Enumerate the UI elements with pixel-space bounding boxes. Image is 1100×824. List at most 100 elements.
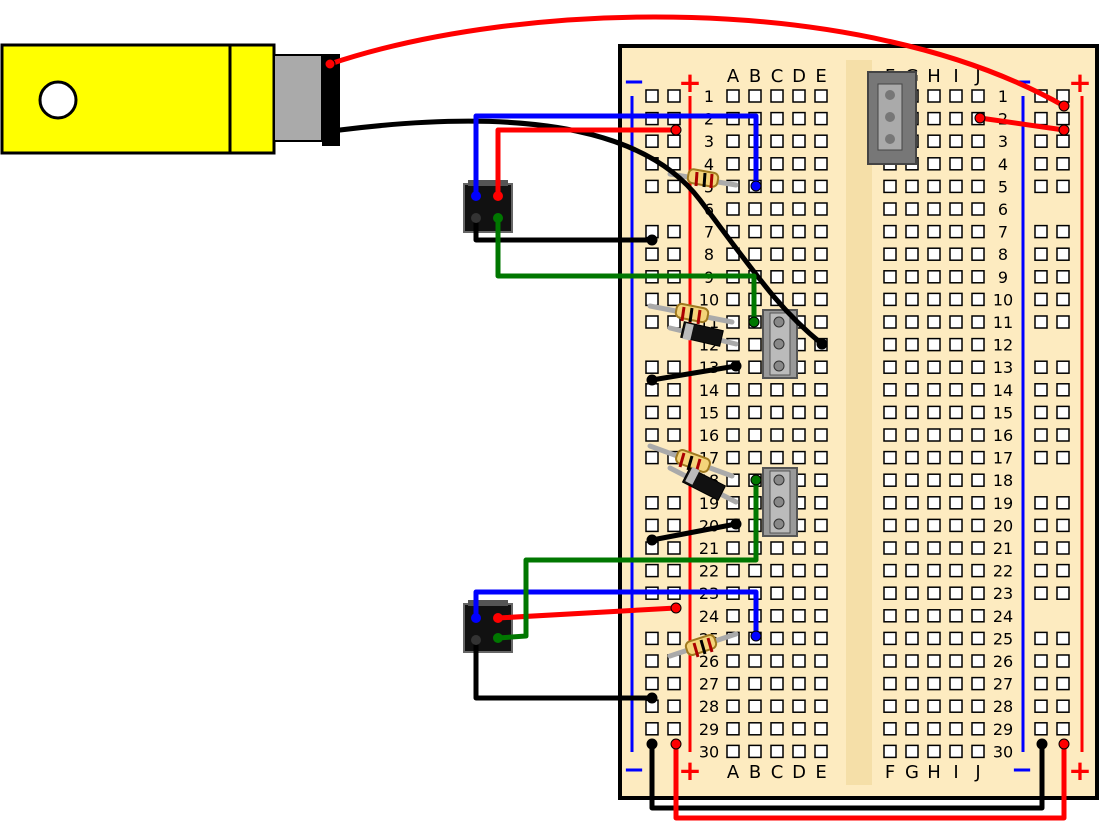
hole-b-29 — [748, 722, 762, 736]
hole-e-7 — [814, 224, 828, 239]
hole-h-5 — [927, 179, 941, 194]
hole-i-26 — [949, 654, 963, 668]
hole-h-16 — [927, 428, 941, 442]
hole-c-26 — [770, 654, 784, 668]
hole-g-10 — [905, 292, 919, 307]
hole-f-5 — [883, 179, 897, 194]
hole-f-22 — [883, 563, 897, 578]
hole-c-7 — [770, 224, 784, 239]
hole-e-6 — [814, 202, 828, 216]
hole-d-16 — [792, 428, 806, 442]
hole-i-19 — [949, 496, 963, 510]
hole-b-16 — [748, 428, 762, 442]
hole-i-23 — [949, 586, 963, 600]
hole-i-29 — [949, 722, 963, 736]
hole-g-23 — [905, 586, 919, 600]
row-label-right: 1 — [998, 87, 1008, 106]
hole-d-3 — [792, 134, 806, 148]
hole-j-13 — [971, 360, 985, 374]
hole-e-9 — [814, 270, 828, 284]
hole-rail-1-28 — [667, 699, 681, 713]
hole-rail-3-11 — [1056, 315, 1070, 329]
hole-a-22 — [726, 563, 740, 578]
hole-rail-1-16 — [667, 428, 681, 442]
hole-f-6 — [883, 202, 897, 216]
hole-rail-2-3 — [1034, 134, 1048, 148]
hole-rail-1-14 — [667, 383, 681, 397]
row-label-left: 7 — [704, 223, 714, 242]
hole-j-27 — [971, 676, 985, 691]
hole-rail-2-23 — [1034, 586, 1048, 600]
diode-row-11 — [667, 321, 739, 347]
hole-g-22 — [905, 563, 919, 578]
resistor-row-10 — [647, 302, 735, 325]
hole-e-21 — [814, 541, 828, 555]
column-label: E — [815, 762, 826, 783]
rail-plus-label-br: + — [1068, 754, 1091, 787]
hole-j-15 — [971, 405, 985, 420]
hole-b-8 — [748, 247, 762, 261]
hole-rail-2-19 — [1034, 496, 1048, 510]
hole-rail-3-2 — [1056, 111, 1070, 126]
hole-h-25 — [927, 631, 941, 646]
hole-g-6 — [905, 202, 919, 216]
hole-rail-3-3 — [1056, 134, 1070, 148]
hole-c-16 — [770, 428, 784, 442]
hole-i-14 — [949, 383, 963, 397]
hole-a-24 — [726, 609, 740, 623]
hole-j-29 — [971, 722, 985, 736]
hole-rail-0-8 — [645, 247, 659, 261]
hole-rail-3-1 — [1056, 89, 1070, 103]
hole-e-23 — [814, 586, 828, 600]
hole-rail-0-1 — [645, 89, 659, 103]
hole-rail-3-21 — [1056, 541, 1070, 555]
hole-rail-0-15 — [645, 405, 659, 420]
hole-g-30 — [905, 744, 919, 759]
row-label-left: 26 — [699, 652, 719, 671]
hole-j-21 — [971, 541, 985, 555]
hole-e-18 — [814, 473, 828, 487]
hole-b-27 — [748, 676, 762, 691]
rail-minus-label-bl: − — [623, 755, 645, 785]
hole-rail-3-13 — [1056, 360, 1070, 374]
hole-d-28 — [792, 699, 806, 713]
transistor-lower — [762, 467, 798, 537]
hole-h-3 — [927, 134, 941, 148]
hole-rail-1-4 — [667, 157, 681, 171]
hole-h-13 — [927, 360, 941, 374]
battery-hole — [38, 80, 78, 120]
rail-minus-label-tl: − — [623, 67, 645, 97]
column-label: I — [953, 762, 958, 783]
hole-c-8 — [770, 247, 784, 261]
column-label: A — [727, 762, 740, 783]
hole-b-7 — [748, 224, 762, 239]
rail-plus-label-tl: + — [678, 66, 701, 99]
hole-i-5 — [949, 179, 963, 194]
hole-b-12 — [748, 337, 762, 352]
row-label-left: 3 — [704, 132, 714, 151]
hole-i-16 — [949, 428, 963, 442]
hole-a-4 — [726, 157, 740, 171]
rail-plus-label-bl: + — [678, 754, 701, 787]
hole-rail-2-9 — [1034, 270, 1048, 284]
hole-b-30 — [748, 744, 762, 759]
hole-i-11 — [949, 315, 963, 329]
hole-rail-3-9 — [1056, 270, 1070, 284]
hole-f-21 — [883, 541, 897, 555]
hole-rail-0-27 — [645, 676, 659, 691]
hole-rail-2-8 — [1034, 247, 1048, 261]
hole-d-17 — [792, 450, 806, 465]
hole-f-14 — [883, 383, 897, 397]
row-label-left: 2 — [704, 110, 714, 129]
hole-j-11 — [971, 315, 985, 329]
row-label-right: 25 — [993, 629, 1013, 648]
hole-i-10 — [949, 292, 963, 307]
hole-j-1 — [971, 89, 985, 103]
hole-d-23 — [792, 586, 806, 600]
hole-e-15 — [814, 405, 828, 420]
hole-rail-1-10 — [667, 292, 681, 307]
hole-j-10 — [971, 292, 985, 307]
hole-rail-1-5 — [667, 179, 681, 194]
wire-bottom-sensor-black — [473, 637, 655, 701]
row-label-left: 21 — [699, 539, 719, 558]
